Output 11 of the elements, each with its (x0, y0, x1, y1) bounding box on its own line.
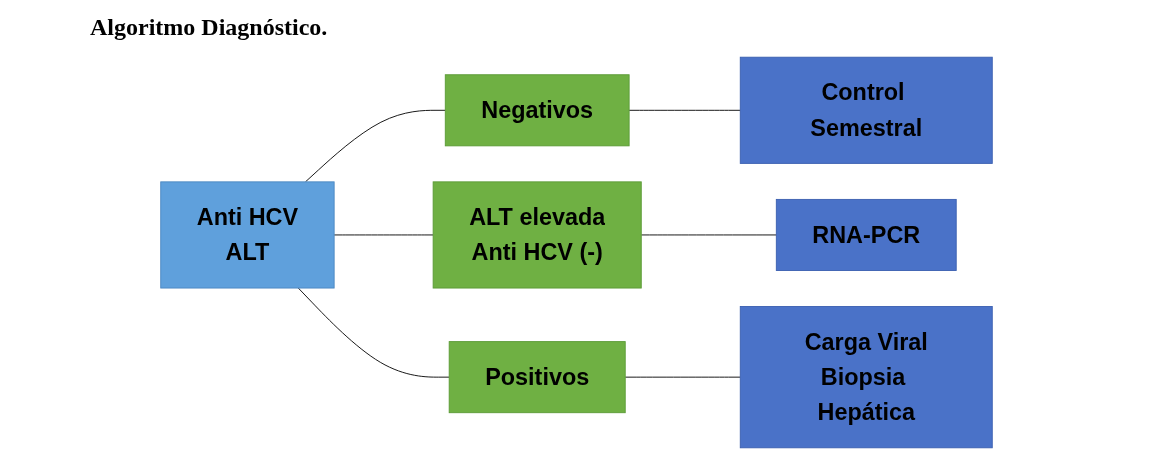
node-box: Carga Viral Biopsia Hepática (739, 306, 993, 449)
node-box: Negativos (444, 74, 630, 147)
connector (305, 109, 446, 183)
node-box: Anti HCV ALT (160, 181, 335, 289)
node-box: ALT elevada Anti HCV (-) (432, 181, 642, 289)
node-box: Positivos (448, 341, 626, 414)
node-box: RNA-PCR (775, 198, 957, 271)
diagram-title: Algoritmo Diagnóstico. (90, 14, 328, 41)
connector (297, 287, 450, 378)
connector (628, 109, 741, 111)
node-box: Control Semestral (739, 56, 993, 164)
